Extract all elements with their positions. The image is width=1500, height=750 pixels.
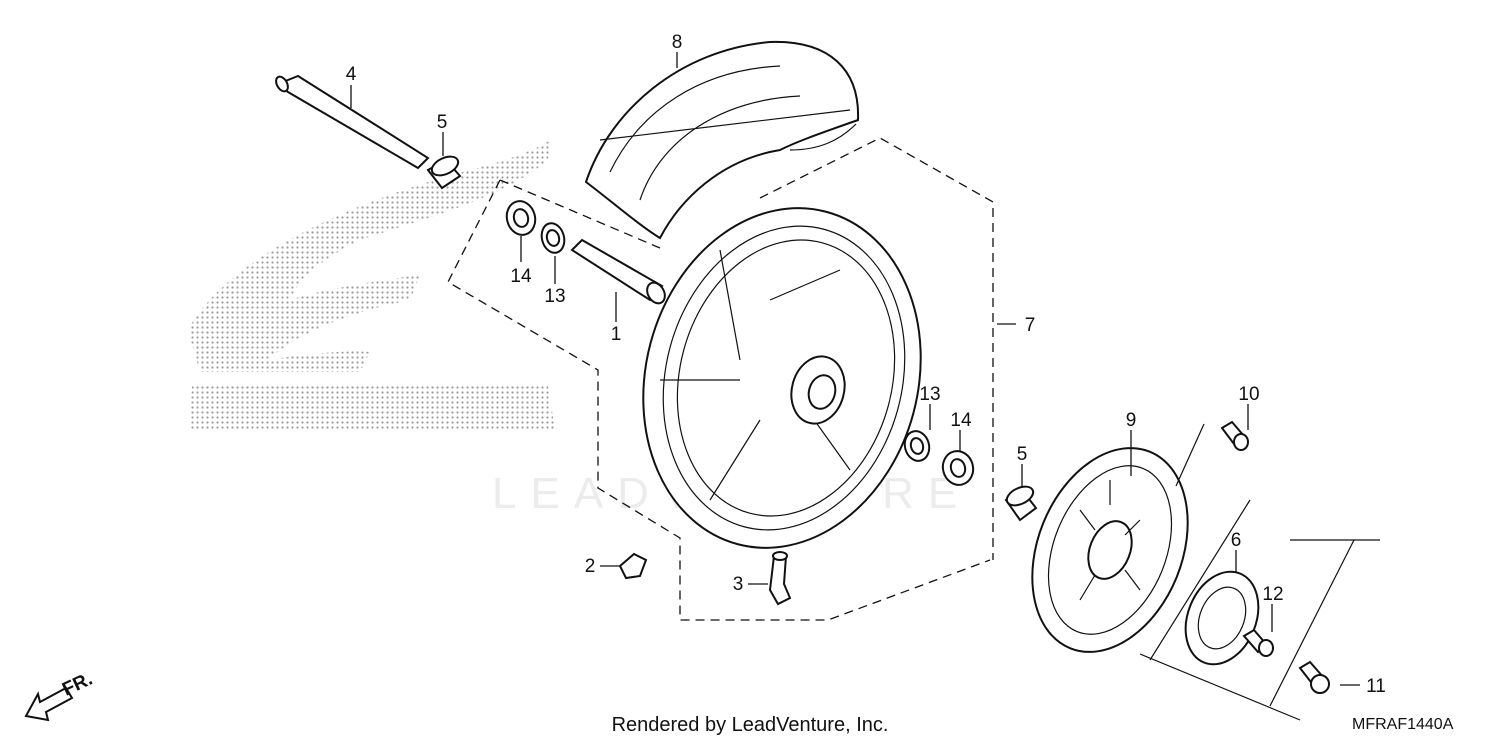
diagram-code: MFRAF1440A: [1352, 716, 1454, 733]
ring-bolt-part: [1242, 628, 1274, 657]
callout-7: 7: [1025, 315, 1036, 336]
honda-logo: [188, 140, 555, 430]
callout-3: 3: [733, 574, 744, 595]
wheel-part: [642, 207, 922, 549]
collar-right-part: [1004, 485, 1038, 522]
bearing-left-part: [505, 200, 537, 236]
callout-13-right: 13: [919, 384, 940, 405]
callout-8: 8: [672, 32, 683, 53]
render-credit: Rendered by LeadVenture, Inc.: [611, 714, 889, 736]
callout-1: 1: [611, 324, 622, 345]
tire-part: [584, 40, 860, 240]
callout-12: 12: [1262, 584, 1283, 605]
flange-bolt-part: [1298, 660, 1330, 694]
callout-5-left: 5: [437, 112, 448, 133]
brake-disc-part: [1031, 447, 1189, 653]
callout-14-left: 14: [510, 266, 532, 287]
disc-bolt-part: [1220, 420, 1249, 451]
callout-6: 6: [1231, 530, 1242, 551]
callout-11: 11: [1366, 676, 1386, 697]
front-direction-marker: FR.: [24, 669, 96, 722]
dust-seal-right-part: [903, 430, 931, 462]
callout-9: 9: [1126, 410, 1137, 431]
callout-4: 4: [346, 64, 357, 85]
leader-lines: [350, 52, 1360, 686]
callout-10: 10: [1238, 384, 1259, 405]
collar-left-part: [426, 155, 462, 190]
valve-part: [768, 551, 792, 606]
callout-13-left: 13: [544, 286, 565, 307]
bearing-right-part: [941, 450, 975, 486]
distance-collar-part: [570, 238, 666, 305]
pulser-ring-part: [1184, 570, 1260, 666]
callout-5-right: 5: [1017, 444, 1028, 465]
assembly-outline: [447, 137, 994, 621]
sensor-bracket: [1139, 423, 1380, 721]
dust-seal-left-part: [540, 222, 566, 254]
axle-part: [275, 74, 430, 170]
callout-2: 2: [585, 556, 596, 577]
callout-14-right: 14: [950, 410, 972, 431]
clip-part: [618, 552, 648, 580]
